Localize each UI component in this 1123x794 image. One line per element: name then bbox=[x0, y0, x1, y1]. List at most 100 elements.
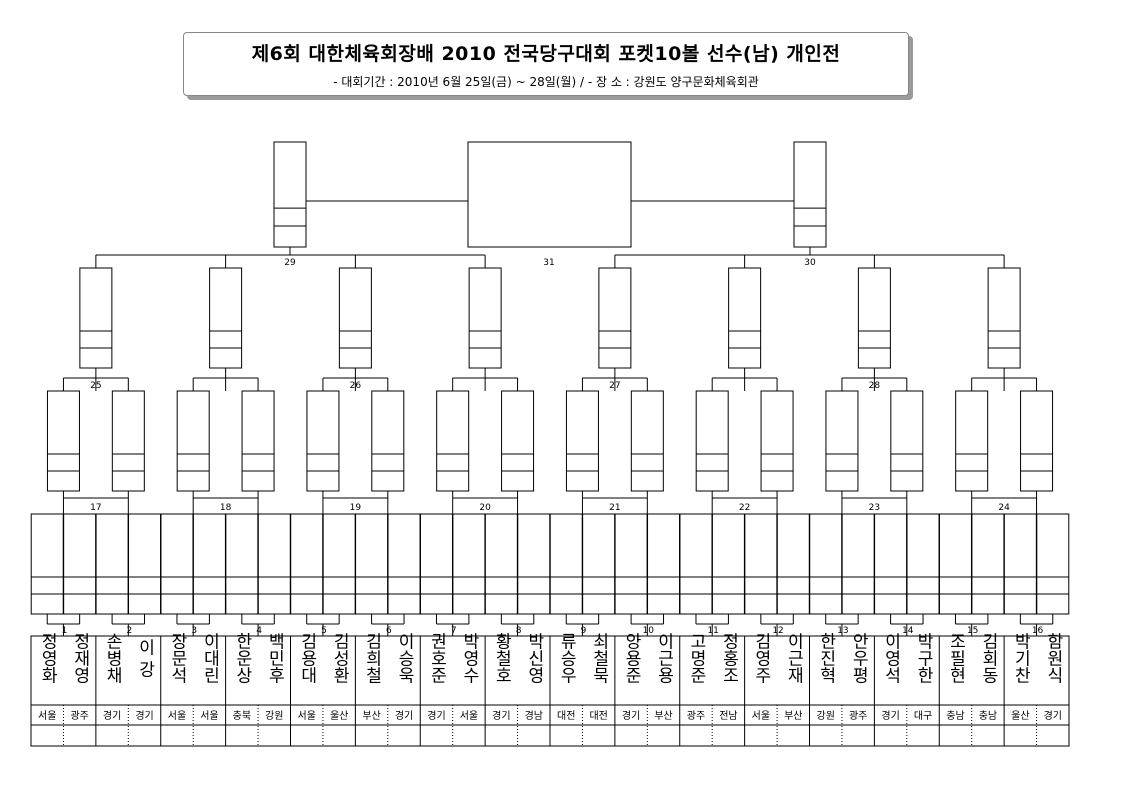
match-number: 19 bbox=[350, 503, 362, 513]
match-number: 9 bbox=[581, 626, 587, 636]
score-box-qf bbox=[338, 267, 372, 369]
match-number: 7 bbox=[451, 626, 457, 636]
score-box-r32 bbox=[809, 513, 843, 615]
player-region: 부산 bbox=[784, 710, 802, 722]
player-region: 대구 bbox=[914, 710, 932, 722]
player-region: 대전 bbox=[589, 710, 607, 722]
player-region: 경기 bbox=[135, 709, 153, 722]
player-region: 울산 bbox=[330, 710, 348, 722]
player-region: 광주 bbox=[70, 710, 88, 722]
player-name: 고명준 bbox=[686, 633, 706, 684]
match-number: 23 bbox=[869, 503, 880, 513]
score-box-r32 bbox=[1036, 513, 1070, 615]
score-box-r16 bbox=[111, 390, 145, 492]
player-name: 안우평 bbox=[848, 632, 868, 683]
player-region: 경기 bbox=[427, 709, 445, 722]
player-region: 부산 bbox=[654, 710, 672, 722]
score-box-r32 bbox=[679, 513, 713, 615]
player-region: 서울 bbox=[298, 710, 316, 722]
player-region: 서울 bbox=[460, 710, 478, 722]
match-number: 5 bbox=[321, 626, 327, 636]
match-number: 17 bbox=[90, 503, 101, 513]
match-number: 3 bbox=[191, 626, 197, 636]
player-name: 류승우 bbox=[556, 633, 576, 684]
player-region: 경기 bbox=[492, 709, 510, 722]
player-name: 박신영 bbox=[524, 632, 544, 683]
player-name: 김용대 bbox=[297, 632, 317, 683]
match-number: 11 bbox=[707, 626, 718, 636]
score-box-qf bbox=[209, 267, 243, 369]
score-box-r16 bbox=[825, 390, 859, 492]
score-box-r16 bbox=[760, 390, 794, 492]
score-box-r32 bbox=[63, 513, 97, 615]
match-number: 27 bbox=[609, 381, 620, 391]
player-region: 충남 bbox=[979, 710, 997, 722]
player-name: 양용준 bbox=[621, 632, 641, 683]
player-name: 정재영 bbox=[70, 632, 90, 683]
score-box-r32 bbox=[549, 513, 583, 615]
match-number: 18 bbox=[220, 503, 232, 513]
player-region: 서울 bbox=[752, 710, 770, 722]
player-region: 서울 bbox=[38, 710, 56, 722]
score-box-r32 bbox=[647, 513, 681, 615]
match-number: 28 bbox=[869, 381, 881, 391]
score-box-r32 bbox=[387, 513, 421, 615]
match-number: 16 bbox=[1032, 626, 1044, 636]
score-box-r32 bbox=[452, 513, 486, 615]
score-box-r32 bbox=[938, 513, 972, 615]
score-box-r16 bbox=[371, 390, 405, 492]
player-name: 최철묵 bbox=[589, 632, 609, 683]
player-name: 박구한 bbox=[913, 632, 933, 683]
player-region: 강원 bbox=[265, 710, 283, 722]
player-name: 한진혁 bbox=[816, 633, 836, 684]
score-box-r32 bbox=[744, 513, 778, 615]
match-number: 6 bbox=[386, 626, 392, 636]
match-number: 25 bbox=[90, 381, 101, 391]
score-box-r32 bbox=[776, 513, 810, 615]
player-region: 경기 bbox=[1044, 709, 1062, 722]
score-box-r32 bbox=[30, 513, 64, 615]
match-number: 2 bbox=[126, 626, 132, 636]
player-region: 강원 bbox=[817, 710, 835, 722]
score-box-r16 bbox=[436, 390, 470, 492]
score-box-r32 bbox=[322, 513, 356, 615]
score-box-r32 bbox=[484, 513, 518, 615]
score-box-r32 bbox=[614, 513, 648, 615]
player-region: 서울 bbox=[200, 710, 218, 722]
score-box-r16 bbox=[890, 390, 924, 492]
player-name: 김영주 bbox=[751, 632, 771, 683]
player-name: 이승욱 bbox=[394, 632, 414, 683]
match-number: 24 bbox=[998, 503, 1010, 513]
player-region: 경기 bbox=[103, 709, 121, 722]
player-name: 이근용 bbox=[654, 632, 674, 683]
match-number: 4 bbox=[256, 626, 262, 636]
score-box-r16 bbox=[306, 390, 340, 492]
player-region: 울산 bbox=[1011, 710, 1029, 722]
match-number: 13 bbox=[837, 626, 848, 636]
score-box-r32 bbox=[841, 513, 875, 615]
player-region: 경기 bbox=[881, 709, 899, 722]
match-number: 29 bbox=[284, 258, 296, 268]
player-region: 서울 bbox=[168, 710, 186, 722]
score-box-r16 bbox=[46, 390, 80, 492]
match-number: 14 bbox=[902, 626, 914, 636]
score-box-r32 bbox=[128, 513, 162, 615]
score-box-r32 bbox=[290, 513, 324, 615]
title-box: 제6회 대한체육회장배 2010 전국당구대회 포켓10볼 선수(남) 개인전 … bbox=[183, 32, 909, 96]
player-name: 이 강 bbox=[135, 638, 155, 677]
score-box-r32 bbox=[906, 513, 940, 615]
player-name: 조필현 bbox=[945, 633, 965, 684]
player-name: 이영석 bbox=[881, 632, 901, 683]
score-box-r16 bbox=[695, 390, 729, 492]
player-region: 충남 bbox=[946, 710, 964, 722]
score-box-r32 bbox=[225, 513, 259, 615]
score-box-r32 bbox=[582, 513, 616, 615]
player-name: 김희철 bbox=[362, 632, 382, 683]
player-region: 경기 bbox=[395, 709, 413, 722]
score-box-r32 bbox=[160, 513, 194, 615]
score-box-r32 bbox=[517, 513, 551, 615]
match-number: 10 bbox=[643, 626, 655, 636]
score-box-r32 bbox=[1003, 513, 1037, 615]
player-region: 광주 bbox=[849, 710, 867, 722]
score-box-r32 bbox=[711, 513, 745, 615]
